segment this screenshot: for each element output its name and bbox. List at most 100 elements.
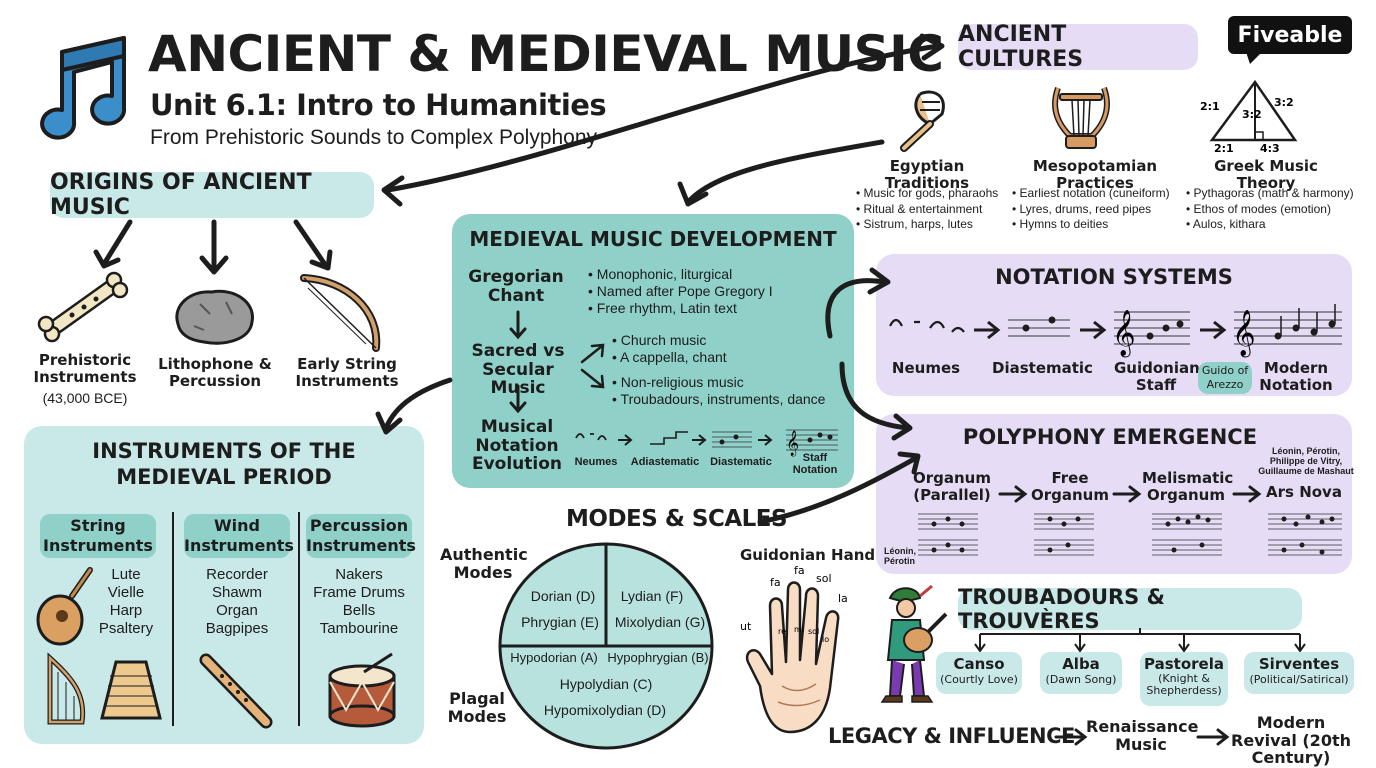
down-arrow-icon <box>509 384 527 414</box>
recorder-icon <box>199 653 273 729</box>
mini-notation-sequence: 𝄞 <box>575 429 838 456</box>
polyphony-step: Free Organum <box>1031 469 1109 504</box>
list-item: Music for gods, pharaohs <box>856 186 1006 202</box>
list-item: Nakers <box>335 566 383 583</box>
lithophone-label: Lithophone & Percussion <box>158 355 272 390</box>
plagal-modes-label: Plagal Modes <box>447 689 507 726</box>
mini-step-label: Neumes <box>574 456 618 468</box>
hand-syllable: re <box>778 627 786 636</box>
hand-syllable: sol <box>816 572 832 585</box>
troubadours-tree <box>974 628 1306 653</box>
hand-syllable: ut <box>740 620 752 633</box>
rock-icon <box>175 289 254 345</box>
pythagoras-triangle-icon: 2:1 3:2 3:2 2:1 4:3 <box>1200 79 1298 155</box>
polyphony-step: Organum (Parallel) <box>913 469 991 504</box>
guido-badge: Guido of Arezzo <box>1198 362 1252 394</box>
mode-cell: Hypolydian (C) <box>559 676 653 692</box>
list-item: Monophonic, liturgical <box>588 266 848 283</box>
group-title-text: String Instruments <box>43 516 153 555</box>
page-subtitle: Unit 6.1: Intro to Humanities <box>150 88 607 122</box>
bone-flute-icon <box>37 271 129 343</box>
split-arrows-icon <box>580 343 605 389</box>
mode-cell: Dorian (D) <box>530 588 596 604</box>
list-item: Psaltery <box>98 620 154 637</box>
legacy-arrows <box>1054 728 1230 746</box>
psaltery-icon <box>100 660 162 720</box>
polyphony-title: POLYPHONY EMERGENCE <box>962 425 1258 449</box>
list-item: Bells <box>342 602 376 619</box>
legacy-title: LEGACY & INFLUENCE <box>828 724 1075 748</box>
list-item: Vielle <box>107 584 145 601</box>
hand-syllable: sol <box>808 627 819 636</box>
notation-step-label: Neumes <box>891 359 961 377</box>
logo-text: Fiveable <box>1237 22 1343 48</box>
lyre-icon <box>1052 86 1110 149</box>
mini-step-label: Diastematic <box>710 456 772 468</box>
wind-group-title: Wind Instruments <box>184 514 294 558</box>
egyptian-list: Music for gods, pharaohs Ritual & entert… <box>856 186 1006 233</box>
down-arrow-icon <box>509 310 527 340</box>
svg-text:𝄞: 𝄞 <box>1232 310 1256 358</box>
ancient-cultures-title: ANCIENT CULTURES <box>958 22 1198 72</box>
modes-title: MODES & SCALES <box>566 506 788 532</box>
list-item: Earliest notation (cuneiform) <box>1012 186 1188 202</box>
list-item: Lute <box>111 566 141 583</box>
modes-circle <box>498 542 714 750</box>
troubadours-title: TROUBADOURS & TROUVÈRES <box>958 585 1302 633</box>
sistrum-icon <box>900 90 945 152</box>
greek-list: Pythagoras (math & harmony) Ethos of mod… <box>1186 186 1362 233</box>
column-divider <box>298 512 300 726</box>
list-item: Shawm <box>211 584 263 601</box>
list-item: Tambourine <box>319 620 399 637</box>
mode-cell: Phrygian (E) <box>521 614 599 630</box>
genre-name: Alba <box>1062 655 1100 673</box>
mesopotamian-list: Earliest notation (cuneiform) Lyres, dru… <box>1012 186 1188 233</box>
genre-sirventes: Sirventes (Political/Satirical) <box>1244 652 1354 694</box>
list-item: Bagpipes <box>205 620 269 637</box>
bow-harp-icon <box>300 274 381 352</box>
percussion-group-title: Percussion Instruments <box>306 514 416 558</box>
music-note-icon <box>40 36 127 140</box>
sacred-secular-label: Sacred vs Secular Music <box>471 341 565 399</box>
list-item: Lyres, drums, reed pipes <box>1012 202 1188 218</box>
list-item: Free rhythm, Latin text <box>588 300 848 317</box>
string-early-label: Early String Instruments <box>295 355 399 390</box>
hand-syllable: lo <box>822 635 829 644</box>
genre-canso: Canso (Courtly Love) <box>936 652 1022 694</box>
ratio-label: 3:2 <box>1274 96 1294 109</box>
drum-icon <box>328 652 396 728</box>
troubadour-figure-icon <box>880 584 948 703</box>
guidonian-hand-icon: fa fa sol la ut re mi sol lo <box>740 564 848 734</box>
notation-systems-panel <box>876 254 1352 396</box>
ratio-label: 2:1 <box>1200 100 1220 113</box>
list-item: Aulos, kithara <box>1186 217 1362 233</box>
string-list: Lute Vielle Harp Psaltery <box>96 566 156 638</box>
column-divider <box>172 512 174 726</box>
polyphony-step: Melismatic Organum <box>1142 469 1234 504</box>
percussion-list: Nakers Frame Drums Bells Tambourine <box>306 566 412 638</box>
ratio-label: 3:2 <box>1242 108 1262 121</box>
notation-step-label: Diastematic <box>992 359 1093 377</box>
notation-systems-title: NOTATION SYSTEMS <box>995 265 1233 289</box>
genre-desc: (Dawn Song) <box>1045 673 1117 686</box>
notation-step-label: Guidonian Staff <box>1114 359 1200 394</box>
list-item: Ethos of modes (emotion) <box>1186 202 1362 218</box>
list-item: Church music <box>612 332 812 349</box>
notation-evolution-label: Musical Notation Evolution <box>471 417 563 475</box>
ratio-label: 4:3 <box>1260 142 1280 155</box>
instruments-title: INSTRUMENTS OF THE MEDIEVAL PERIOD <box>92 439 356 489</box>
list-item: Ritual & entertainment <box>856 202 1006 218</box>
list-item: Troubadours, instruments, dance <box>612 391 852 408</box>
mode-cell: Mixolydian (G) <box>614 614 706 630</box>
mini-step-label: Staff Notation <box>792 452 838 476</box>
gregorian-label: Gregorian Chant <box>468 267 564 306</box>
polyphony-composers: Léonin, Pérotin, Philippe de Vitry, Guil… <box>1258 446 1354 476</box>
prehistoric-date: (43,000 BCE) <box>42 390 128 406</box>
list-item: Frame Drums <box>313 584 405 601</box>
hand-syllable: mi <box>794 625 804 634</box>
string-group-title: String Instruments <box>40 514 156 558</box>
fiveable-logo[interactable]: Fiveable <box>1228 16 1352 54</box>
genre-pastorela: Pastorela (Knight & Shepherdess) <box>1140 652 1228 706</box>
secular-list: Non-religious music Troubadours, instrum… <box>612 374 852 408</box>
